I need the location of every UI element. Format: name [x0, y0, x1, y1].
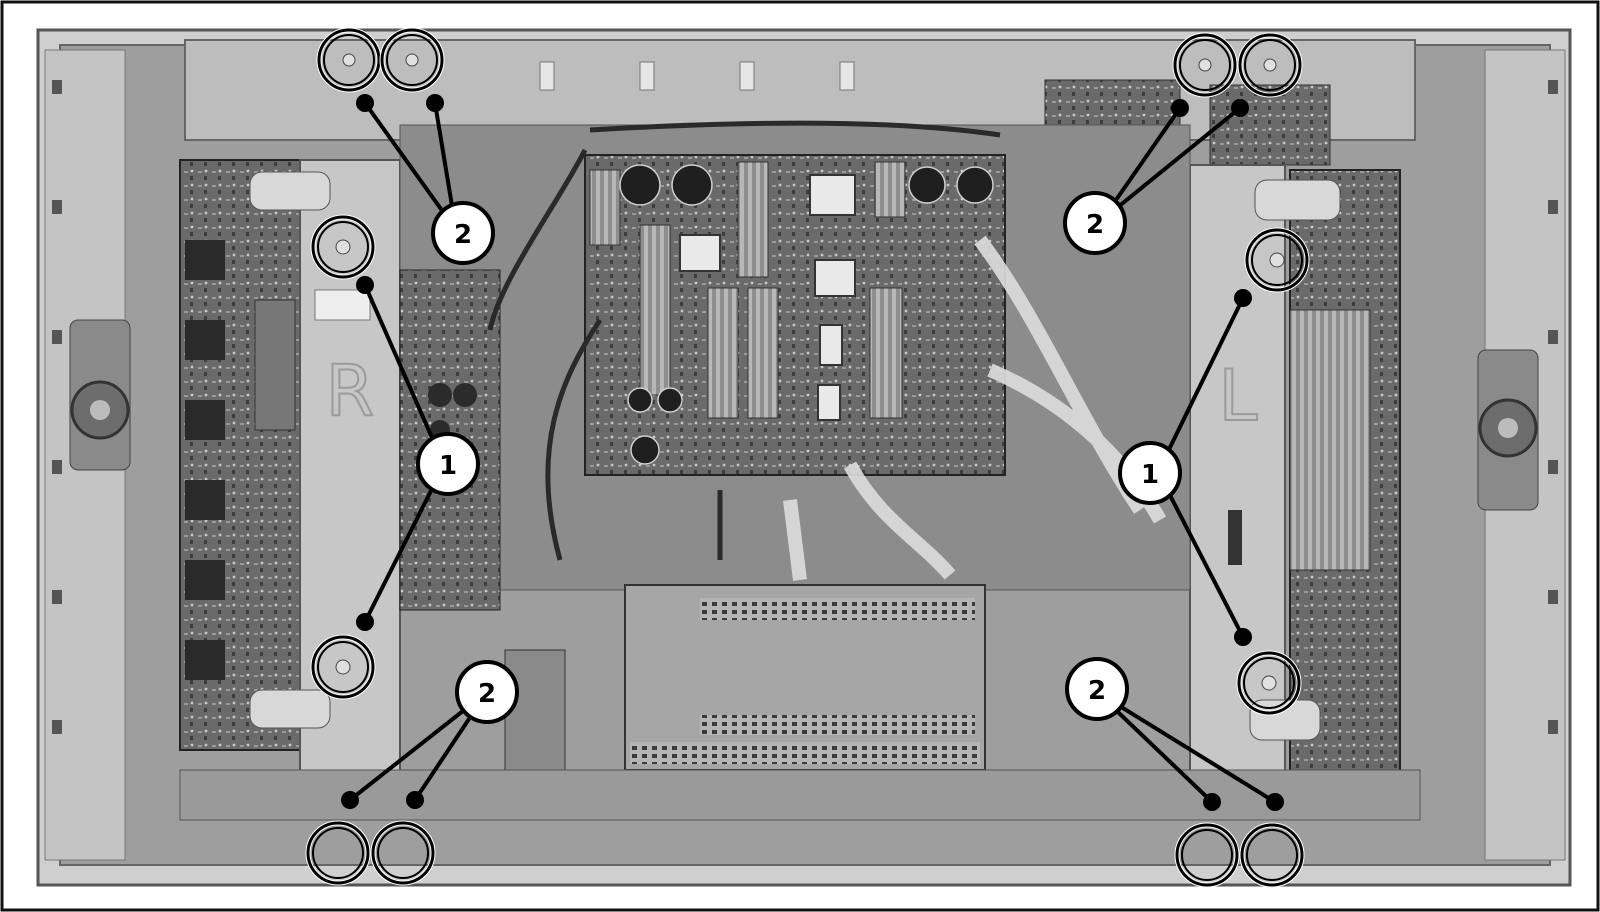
- svg-text:1: 1: [1141, 460, 1159, 490]
- top-right-control-pcb: [1209, 84, 1331, 166]
- callout-badge-2-bottom-right: 2: [1065, 657, 1129, 721]
- callout-badge-1-left: 1: [416, 432, 480, 496]
- callout-badge-2-top-left: 2: [431, 201, 495, 265]
- plate-slots: [539, 61, 855, 91]
- screw-ring-bottom-right-1: [1174, 822, 1240, 888]
- screw-ring-top-left-1: [316, 27, 382, 93]
- screw-rings: [305, 27, 1310, 888]
- shield-vent-bottom: [630, 742, 980, 764]
- screw-heads: [335, 53, 1285, 691]
- svg-text:2: 2: [454, 220, 472, 250]
- psu-heatsinks: [589, 161, 906, 419]
- left-board-connectors: [185, 240, 225, 680]
- screw-ring-left-upper: [310, 214, 376, 280]
- screw-ring-top-left-2: [379, 27, 445, 93]
- cable-harness: [487, 120, 1001, 561]
- leader-end-dots: [341, 94, 1284, 811]
- callout-badge-2-bottom-left: 2: [455, 660, 519, 724]
- left-speaker: [69, 319, 131, 471]
- bracket-letter-r: R: [326, 350, 375, 432]
- left-heatsink: [254, 299, 296, 431]
- svg-text:2: 2: [1088, 676, 1106, 706]
- right-heatsink: [1289, 309, 1371, 571]
- screw-ring-left-lower: [310, 634, 376, 700]
- svg-text:2: 2: [478, 679, 496, 709]
- right-speaker: [1477, 349, 1539, 511]
- callout-badge-1-right: 1: [1118, 441, 1182, 505]
- standby-capacitors: [428, 383, 477, 440]
- frame-clips: [52, 80, 1558, 734]
- psu-transformers: [679, 174, 856, 421]
- svg-text:1: 1: [439, 451, 457, 481]
- shield-vent-middle: [700, 715, 975, 735]
- shield-vent-top: [700, 598, 975, 620]
- callout-badge-2-top-right: 2: [1063, 191, 1127, 255]
- screw-ring-bottom-left-1: [305, 820, 371, 886]
- svg-text:2: 2: [1086, 210, 1104, 240]
- screw-ring-top-right-1: [1172, 32, 1238, 98]
- screw-ring-right-upper: [1244, 227, 1310, 293]
- screw-ring-bottom-right-2: [1239, 822, 1305, 888]
- bracket-letter-l: L: [1219, 355, 1258, 437]
- screw-ring-bottom-left-2: [370, 820, 436, 886]
- tuner-box: [504, 649, 566, 771]
- psu-capacitors: [619, 164, 994, 465]
- screw-ring-right-lower: [1236, 650, 1302, 716]
- screw-ring-top-right-2: [1237, 32, 1303, 98]
